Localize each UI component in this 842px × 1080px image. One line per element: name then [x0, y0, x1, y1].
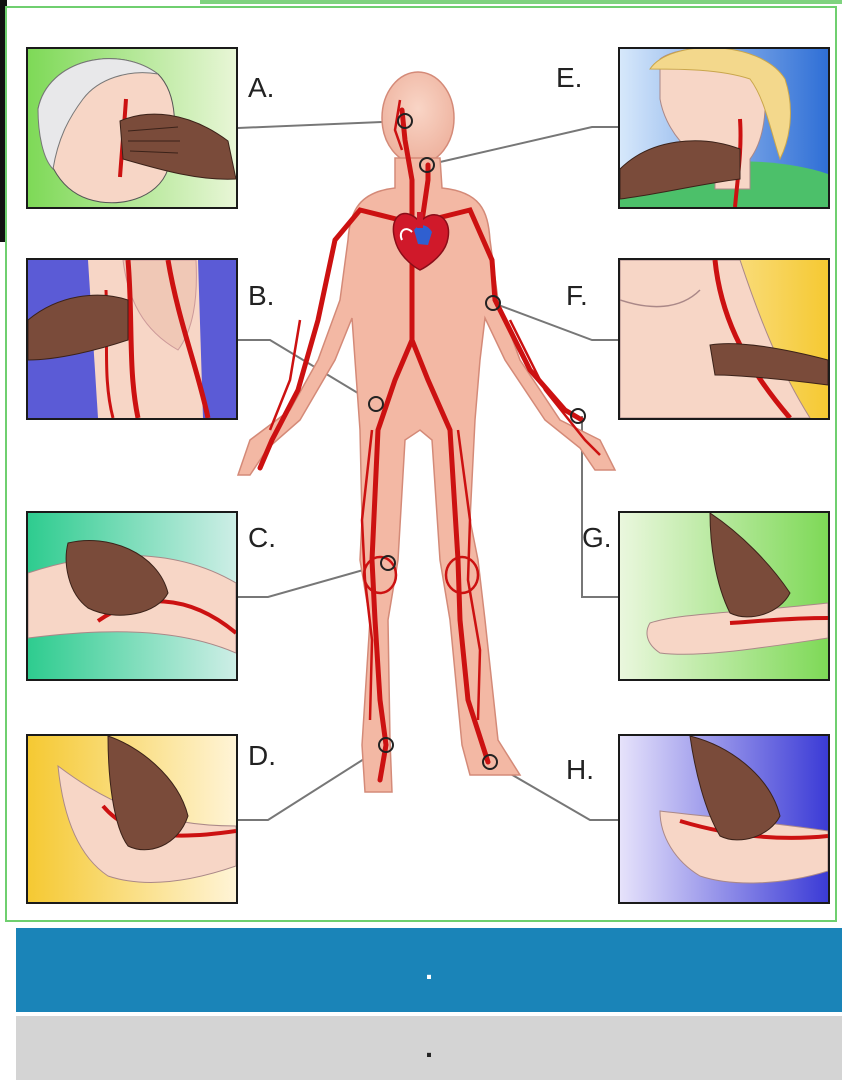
label-c: C.	[248, 524, 276, 552]
panel-e-carotid-pulse	[618, 47, 830, 209]
panel-c-popliteal-pulse	[26, 511, 238, 681]
panel-g-radial-pulse	[618, 511, 830, 681]
body-figure	[230, 70, 630, 810]
head-shape	[382, 72, 454, 164]
label-e: E.	[556, 64, 582, 92]
panel-h-foot-pulse	[618, 734, 830, 904]
panel-a-temporal-pulse	[26, 47, 238, 209]
label-f: F.	[566, 282, 588, 310]
label-d: D.	[248, 742, 276, 770]
panel-f-brachial-pulse	[618, 258, 830, 420]
primary-answer-button[interactable]: .	[16, 928, 842, 1012]
panel-b-femoral-pulse	[26, 258, 238, 420]
label-a: A.	[248, 74, 274, 102]
secondary-answer-button[interactable]: .	[16, 1016, 842, 1080]
label-b: B.	[248, 282, 274, 310]
panel-d-ankle-pulse	[26, 734, 238, 904]
label-g: G.	[582, 524, 612, 552]
label-h: H.	[566, 756, 594, 784]
